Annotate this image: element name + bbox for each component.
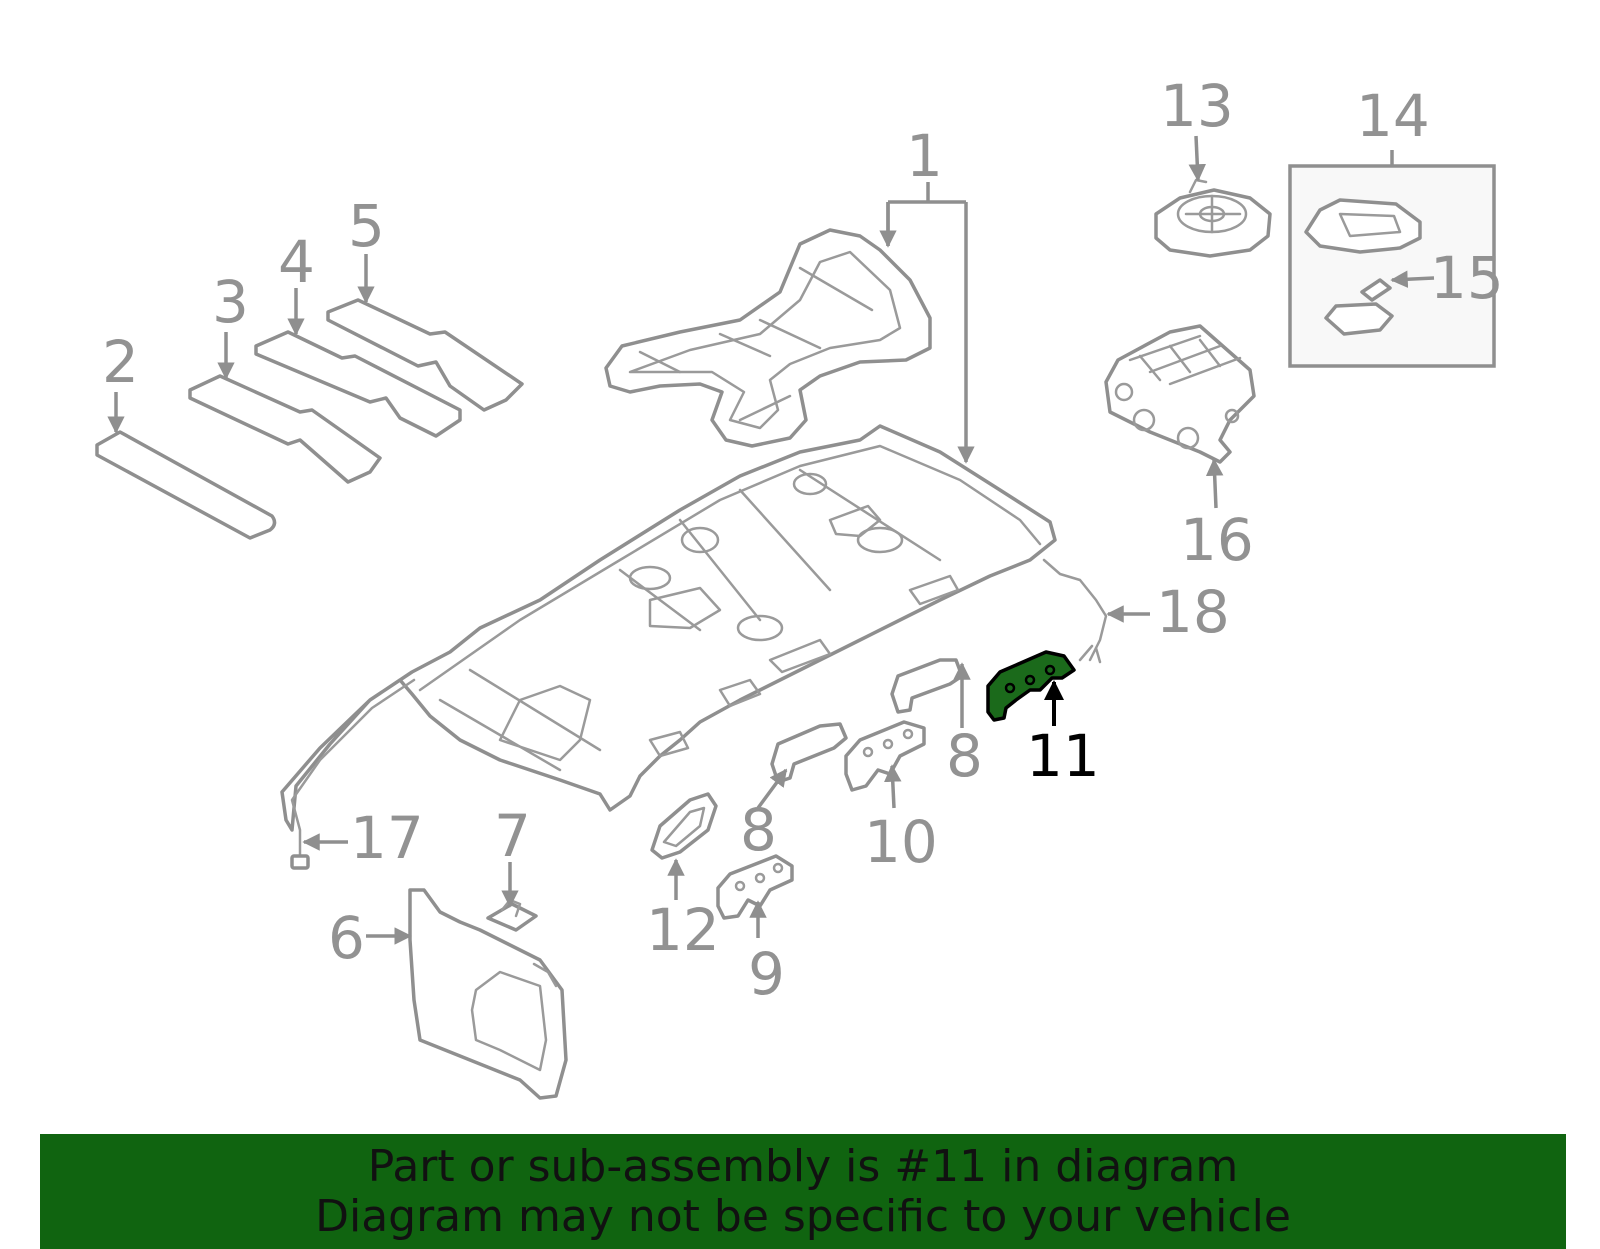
- part-1-headliner: [280, 424, 1057, 832]
- callout-2: 2: [102, 328, 139, 396]
- callout-8-upper: 8: [946, 722, 983, 790]
- callout-15: 15: [1430, 244, 1504, 312]
- parts-diagram: 1 2 3 4 5 6 7 8 8 9 10 11 12 13 14 15 16…: [95, 72, 1504, 1100]
- callout-3: 3: [212, 268, 249, 336]
- part-9-bracket: [716, 854, 794, 920]
- part-8-grab-handle-upper: [890, 658, 964, 714]
- part-4-strip: [254, 330, 462, 438]
- part-11-bracket-highlighted: [986, 650, 1076, 722]
- part-1-upper-pad: [604, 228, 932, 448]
- callout-10: 10: [864, 808, 938, 876]
- banner-line-2: Diagram may not be specific to your vehi…: [315, 1191, 1291, 1242]
- part-7-clip: [486, 898, 538, 932]
- callout-18: 18: [1156, 578, 1230, 646]
- part-5-strip: [326, 298, 524, 412]
- part-17-wire: [290, 678, 416, 870]
- callout-13: 13: [1160, 72, 1234, 140]
- part-16-console: [1104, 324, 1256, 464]
- banner-line-1: Part or sub-assembly is #11 in diagram: [367, 1141, 1239, 1192]
- callout-12: 12: [646, 896, 720, 964]
- part-6-sun-visor: [408, 888, 568, 1100]
- leader-lines: [107, 135, 1435, 945]
- info-banner: Part or sub-assembly is #11 in diagram D…: [40, 1134, 1566, 1249]
- callout-7: 7: [494, 802, 531, 870]
- part-12-lamp-ring: [650, 792, 718, 860]
- callout-17: 17: [350, 804, 424, 872]
- callout-11: 11: [1026, 722, 1100, 790]
- part-13-speaker: [1154, 178, 1272, 258]
- callout-6: 6: [328, 904, 365, 972]
- part-14-box: [1288, 164, 1496, 368]
- part-10-bracket: [844, 720, 926, 792]
- part-2-strip: [95, 430, 277, 540]
- callout-14: 14: [1356, 82, 1430, 150]
- part-3-strip: [188, 374, 382, 484]
- callout-4: 4: [278, 228, 315, 296]
- callout-labels: 1 2 3 4 5 6 7 8 8 9 10 11 12 13 14 15 16…: [102, 72, 1504, 1008]
- callout-1: 1: [906, 122, 943, 190]
- part-18-harness: [1042, 558, 1108, 664]
- callout-8-lower: 8: [740, 796, 777, 864]
- part-15-bulb: [1360, 278, 1392, 302]
- callout-16: 16: [1180, 506, 1254, 574]
- callout-5: 5: [348, 192, 385, 260]
- callout-9: 9: [748, 940, 785, 1008]
